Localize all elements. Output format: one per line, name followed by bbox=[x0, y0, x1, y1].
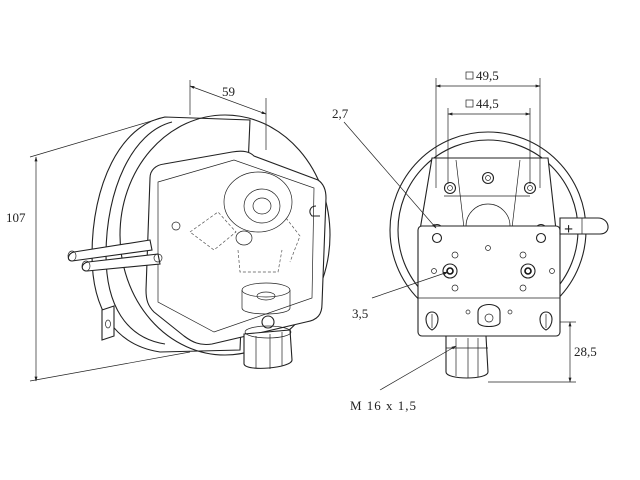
inner-screw bbox=[235, 230, 253, 246]
plus-port-nozzle bbox=[559, 217, 609, 235]
block-hole-9 bbox=[485, 245, 491, 251]
connection-block bbox=[417, 225, 561, 337]
dim-59-line bbox=[189, 85, 267, 115]
block-hole-11 bbox=[507, 309, 513, 315]
nozzle-lower-tip bbox=[81, 260, 91, 272]
front-gland-flats bbox=[446, 338, 488, 378]
dial-center bbox=[252, 197, 272, 215]
block-hole-3 bbox=[451, 251, 459, 259]
block-hole-4 bbox=[519, 251, 527, 259]
center-key bbox=[477, 303, 501, 328]
dim-495-label: 49,5 bbox=[476, 68, 499, 83]
cover-screw-left bbox=[171, 221, 181, 231]
leader-35 bbox=[371, 271, 449, 299]
screw-upper-left-core bbox=[447, 185, 453, 191]
block-holes bbox=[431, 232, 555, 292]
socket-top bbox=[241, 282, 291, 298]
terminal-socket bbox=[241, 290, 291, 315]
perspective-view: 107 59 bbox=[6, 80, 331, 382]
dim-445-square-symbol bbox=[465, 99, 474, 108]
screw-upper-right-core bbox=[527, 185, 533, 191]
terminal-right-core bbox=[524, 267, 532, 275]
internal-linkage bbox=[189, 211, 301, 273]
leader-thread bbox=[379, 345, 457, 391]
dim-59-label: 59 bbox=[222, 84, 235, 99]
block-hole-10 bbox=[465, 309, 471, 315]
nozzle-fitting bbox=[153, 253, 163, 263]
dim-285-label: 28,5 bbox=[574, 344, 597, 359]
block-hole-1 bbox=[431, 232, 443, 244]
socket-hole bbox=[256, 291, 276, 301]
dim-107-ext-bottom bbox=[29, 351, 191, 382]
setpoint-dial bbox=[223, 171, 293, 233]
nozzle-upper-tip bbox=[67, 250, 77, 262]
block-hole-2 bbox=[535, 232, 547, 244]
leader-35-label: 3,5 bbox=[352, 306, 368, 321]
cover-box bbox=[145, 150, 327, 346]
dial-hub bbox=[243, 188, 281, 224]
dim-445-label: 44,5 bbox=[476, 96, 499, 111]
gland-nut bbox=[261, 315, 275, 329]
plus-port-sign: + bbox=[564, 221, 573, 238]
block-hole-5 bbox=[431, 268, 437, 274]
dim-495-square-symbol bbox=[465, 71, 474, 80]
dim-107-ext-top bbox=[29, 116, 166, 158]
cover-notch bbox=[309, 205, 320, 217]
terminal-left bbox=[442, 263, 458, 279]
bracket-slot-right bbox=[539, 311, 553, 331]
mounting-bracket bbox=[101, 305, 115, 341]
gland-flats bbox=[255, 332, 283, 369]
front-plate bbox=[419, 157, 557, 231]
screw-upper-left bbox=[443, 181, 457, 195]
center-key-hole bbox=[484, 313, 494, 323]
screw-upper-center bbox=[481, 171, 495, 185]
dim-107-label: 107 bbox=[6, 210, 26, 225]
terminal-left-core bbox=[446, 267, 454, 275]
housing-face bbox=[119, 114, 331, 356]
plate-ribs bbox=[444, 159, 530, 229]
screw-upper-center-core bbox=[485, 175, 491, 181]
leader-27-label: 2,7 bbox=[332, 106, 349, 121]
leader-27 bbox=[343, 121, 437, 229]
block-hole-8 bbox=[519, 284, 527, 292]
bracket-slot-left bbox=[425, 311, 439, 331]
thread-label: M 16 x 1,5 bbox=[350, 398, 417, 413]
front-view: + 49,5 44,5 2,7 3,5 28,5 M 16 x 1,5 bbox=[332, 68, 609, 413]
block-hole-6 bbox=[549, 268, 555, 274]
gland-top bbox=[244, 325, 292, 339]
cover-inner-edge bbox=[157, 159, 315, 333]
terminal-right bbox=[520, 263, 536, 279]
bracket-hole-left bbox=[105, 319, 111, 329]
front-cable-gland bbox=[445, 335, 489, 379]
block-hole-7 bbox=[451, 284, 459, 292]
